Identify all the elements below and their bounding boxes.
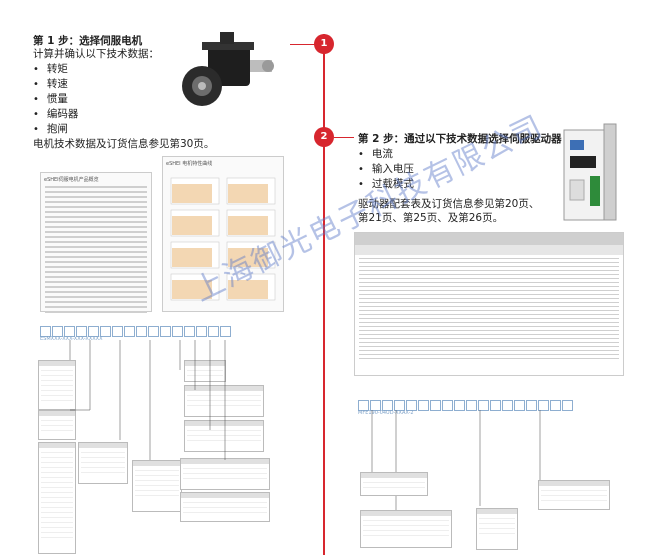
servo-drive-image [563,123,617,221]
motor-overview-thumbnail: eSHEI伺服电机产品概览 [40,172,152,313]
step2-item: 过载模式 [358,177,414,192]
code-table [360,472,428,496]
code-table [180,492,270,522]
step2-marker: 2 [314,127,334,147]
drive-connector-lines [371,410,541,510]
step2-footer-1: 驱动器配套表及订货信息参见第20页、 [358,198,540,210]
step1-footer: 电机技术数据及订货信息参见第30页。 [33,138,215,150]
step1-intro: 计算并确认以下技术数据： [33,48,159,60]
step2-footer-2: 第21页、第25页、及第26页。 [358,212,504,224]
step1-item: 转速 [33,77,78,92]
step1-item: 惯量 [33,92,78,107]
step2-item: 输入电压 [358,162,414,177]
timeline-line [323,34,325,555]
step2-list: 电流 输入电压 过载模式 [358,147,414,192]
code-connector-lines [69,340,226,460]
code-table [38,360,76,410]
motor-overview-title: eSHEI伺服电机产品概览 [44,177,99,183]
drive-order-code [358,398,574,411]
step1-title: 第 1 步：选择伺服电机 [33,35,143,47]
code-table [184,360,226,382]
code-table [476,508,518,550]
marker2-connector [334,137,354,138]
marker1-connector [290,44,318,45]
drive-matching-table [354,232,624,376]
motor-curves-title: eSHEI 电机特性曲线 [166,161,213,167]
code-table [184,420,264,452]
step1-item: 编码器 [33,107,79,122]
step1-marker: 1 [314,34,334,54]
code-table [538,480,610,510]
motor-order-code [40,324,232,337]
code-table [38,410,76,440]
step2-item: 电流 [358,147,414,162]
code-table [78,442,128,484]
drive-code-text: MFE190-04UD-XXAX-2 [358,410,414,416]
motor-curves-thumbnail: eSHEI 电机特性曲线 [162,156,284,312]
step2-title: 第 2 步：通过以下技术数据选择伺服驱动器 [358,133,562,145]
code-table [180,458,270,490]
servo-motor-image [182,32,274,106]
step1-item: 抱闸 [33,122,78,137]
code-table [360,510,452,548]
step1-item: 转矩 [33,62,78,77]
step1-list: 转矩 转速 惯量 编码器 抱闸 [33,62,79,137]
torque-curves [170,177,276,301]
motor-code-text: ESMXXX-XXX-XXX-XXXXX [40,336,103,342]
code-table [38,442,76,554]
code-table [184,385,264,417]
